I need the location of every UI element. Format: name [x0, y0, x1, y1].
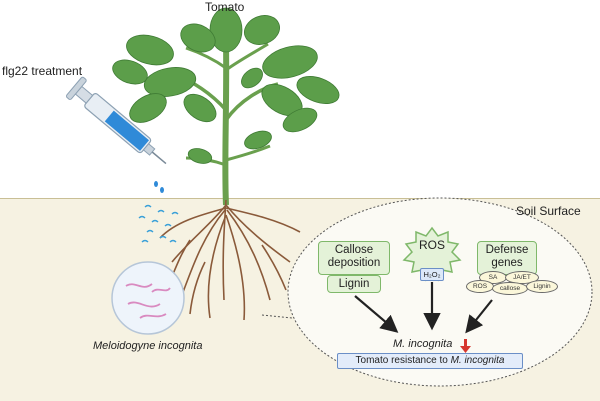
flg22-particles: [138, 204, 179, 243]
tomato-leaves: [112, 7, 340, 164]
soil-surface-label: Soil Surface: [516, 204, 581, 218]
callose-deposition-box: Callose deposition: [318, 241, 390, 275]
lignin-box: Lignin: [327, 275, 381, 293]
defense-line1: Defense: [485, 244, 529, 256]
callose-line2: deposition: [327, 257, 381, 269]
resistance-box: Tomato resistance to M. incognita: [337, 353, 523, 369]
decrease-arrow-icon: [460, 339, 471, 353]
sa-label: SA: [488, 274, 498, 281]
defense-genes-box: Defense genes: [477, 241, 537, 275]
callose-line1: Callose: [334, 244, 374, 256]
ros-small-pill: ROS: [466, 280, 494, 293]
target-label: M. incognita: [393, 338, 453, 350]
callose-small-pill: callose: [492, 282, 528, 295]
lignin-small-pill: Lignin: [526, 280, 558, 293]
lignin-small-label: Lignin: [533, 283, 551, 290]
treatment-label: flg22 treatment: [2, 64, 83, 78]
syringe-icon: [65, 76, 167, 165]
resistance-prefix: Tomato resistance to: [355, 355, 451, 366]
ros-label: ROS: [419, 238, 446, 252]
nematode-label: Meloidogyne incognita: [93, 340, 203, 352]
plant-label: Tomato: [205, 0, 245, 14]
resistance-species: M. incognita: [450, 355, 505, 366]
defense-line2: genes: [491, 257, 523, 269]
tomato-stem: [169, 39, 279, 206]
lignin-label: Lignin: [338, 278, 370, 290]
zoom-connector: [261, 314, 293, 319]
flg22-droplets: [154, 181, 164, 193]
ros-small-label: ROS: [472, 283, 488, 290]
h2o2-badge: H₂O₂: [420, 268, 444, 281]
nematode-icon: [111, 261, 185, 335]
callose-small-label: callose: [499, 285, 521, 292]
jaet-label: JA/ET: [513, 274, 531, 281]
h2o2-label: H₂O₂: [423, 270, 441, 279]
arrow-defense: [465, 299, 493, 334]
arrow-callose: [354, 295, 399, 333]
